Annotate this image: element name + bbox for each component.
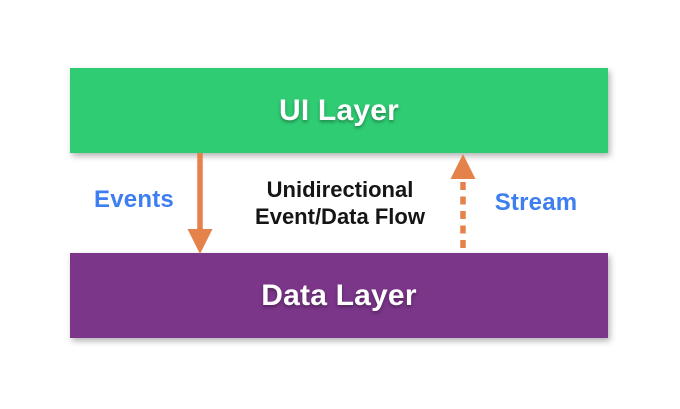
node-ui-layer: UI Layer [70, 68, 608, 153]
node-data-layer-label: Data Layer [261, 278, 417, 312]
node-ui-layer-label: UI Layer [279, 93, 399, 127]
node-data-layer: Data Layer [70, 253, 608, 338]
events-label: Events [94, 186, 174, 213]
flow-caption-line1: Unidirectional [266, 177, 414, 202]
flow-caption: Unidirectional Event/Data Flow [230, 176, 450, 230]
stream-label: Stream [494, 189, 578, 216]
stream-arrow-up-dashed [450, 154, 476, 254]
flow-caption-line2: Event/Data Flow [255, 204, 425, 229]
